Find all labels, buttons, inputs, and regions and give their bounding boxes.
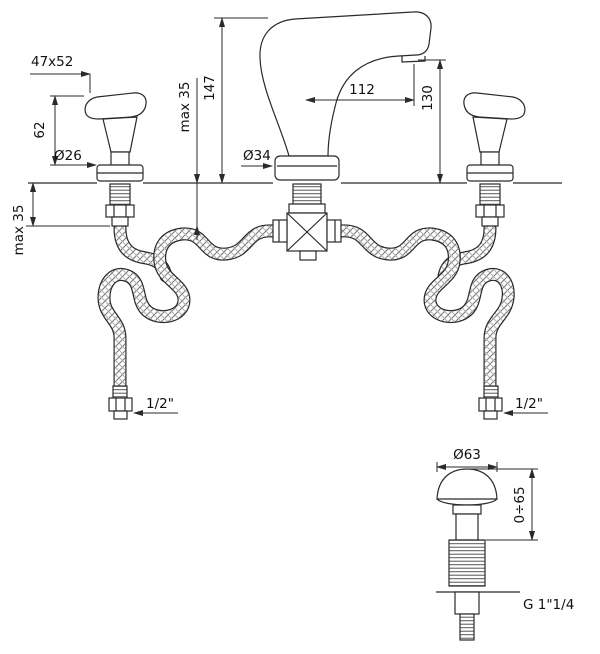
left-handle-collar <box>111 216 129 227</box>
dimension-annotations: 47x52 62 Ø26 max 35 147 max 35 112 130 Ø… <box>11 17 574 613</box>
right-handle-valve <box>463 92 526 227</box>
right-handle-lever <box>463 92 526 120</box>
tee-left-nut <box>272 219 288 243</box>
left-handle-lever <box>84 92 147 120</box>
dim-outlet-height-label: 130 <box>420 85 436 111</box>
dim-supply-right-label: 1/2" <box>515 396 543 412</box>
dim-spout-reach-label: 112 <box>349 82 375 98</box>
popup-waste-assembly <box>436 468 520 641</box>
right-supply-thread <box>483 385 499 399</box>
left-supply-nut <box>108 397 133 412</box>
tee-right-nut <box>326 219 342 243</box>
dim-max-deck-center-label: max 35 <box>177 82 193 133</box>
dim-waste-height-range-label: 0÷65 <box>512 486 528 523</box>
dim-max-deck-left-label: max 35 <box>11 205 27 256</box>
right-supply-stub <box>483 410 498 420</box>
dim-supply-left-label: 1/2" <box>146 396 174 412</box>
dim-handle-height-label: 62 <box>32 121 48 138</box>
left-handle-valve <box>84 92 147 227</box>
left-supply-stub <box>113 410 128 420</box>
dim-handle-base-diameter-label: Ø26 <box>54 148 82 164</box>
left-handle-shank <box>109 183 131 206</box>
right-handle-body <box>472 116 508 153</box>
right-supply-connector <box>478 385 503 420</box>
spout-shank-nut <box>288 203 326 214</box>
waste-lower-body <box>454 591 480 615</box>
tee-bottom-stub <box>299 250 317 261</box>
waste-flange <box>452 504 482 515</box>
spout-aerator <box>401 56 426 63</box>
waste-tail-thread <box>459 613 475 641</box>
center-spout <box>259 11 432 261</box>
left-supply-thread <box>112 385 128 399</box>
dim-waste-cap-diameter-label: Ø63 <box>453 447 481 463</box>
left-handle-body <box>102 116 138 153</box>
dim-handle-footprint-label: 47x52 <box>31 54 73 70</box>
spout-escutcheon <box>274 155 340 181</box>
dim-spout-height-label: 147 <box>202 75 218 101</box>
right-supply-nut <box>478 397 503 412</box>
spout-shank <box>292 183 322 205</box>
left-handle-nut <box>105 204 135 218</box>
dim-spout-base-diameter-label: Ø34 <box>243 148 271 164</box>
dim-waste-thread-label: G 1"1/4 <box>523 597 574 613</box>
waste-dome-cap <box>436 468 498 500</box>
right-handle-nut <box>475 204 505 218</box>
right-handle-shank <box>479 183 501 206</box>
waste-threaded-body <box>448 539 486 587</box>
left-handle-stem <box>110 151 130 166</box>
left-supply-connector <box>108 385 133 420</box>
spout-outline <box>259 11 432 157</box>
right-handle-stem <box>480 151 500 166</box>
right-handle-collar <box>481 216 499 227</box>
waste-body <box>455 513 479 541</box>
